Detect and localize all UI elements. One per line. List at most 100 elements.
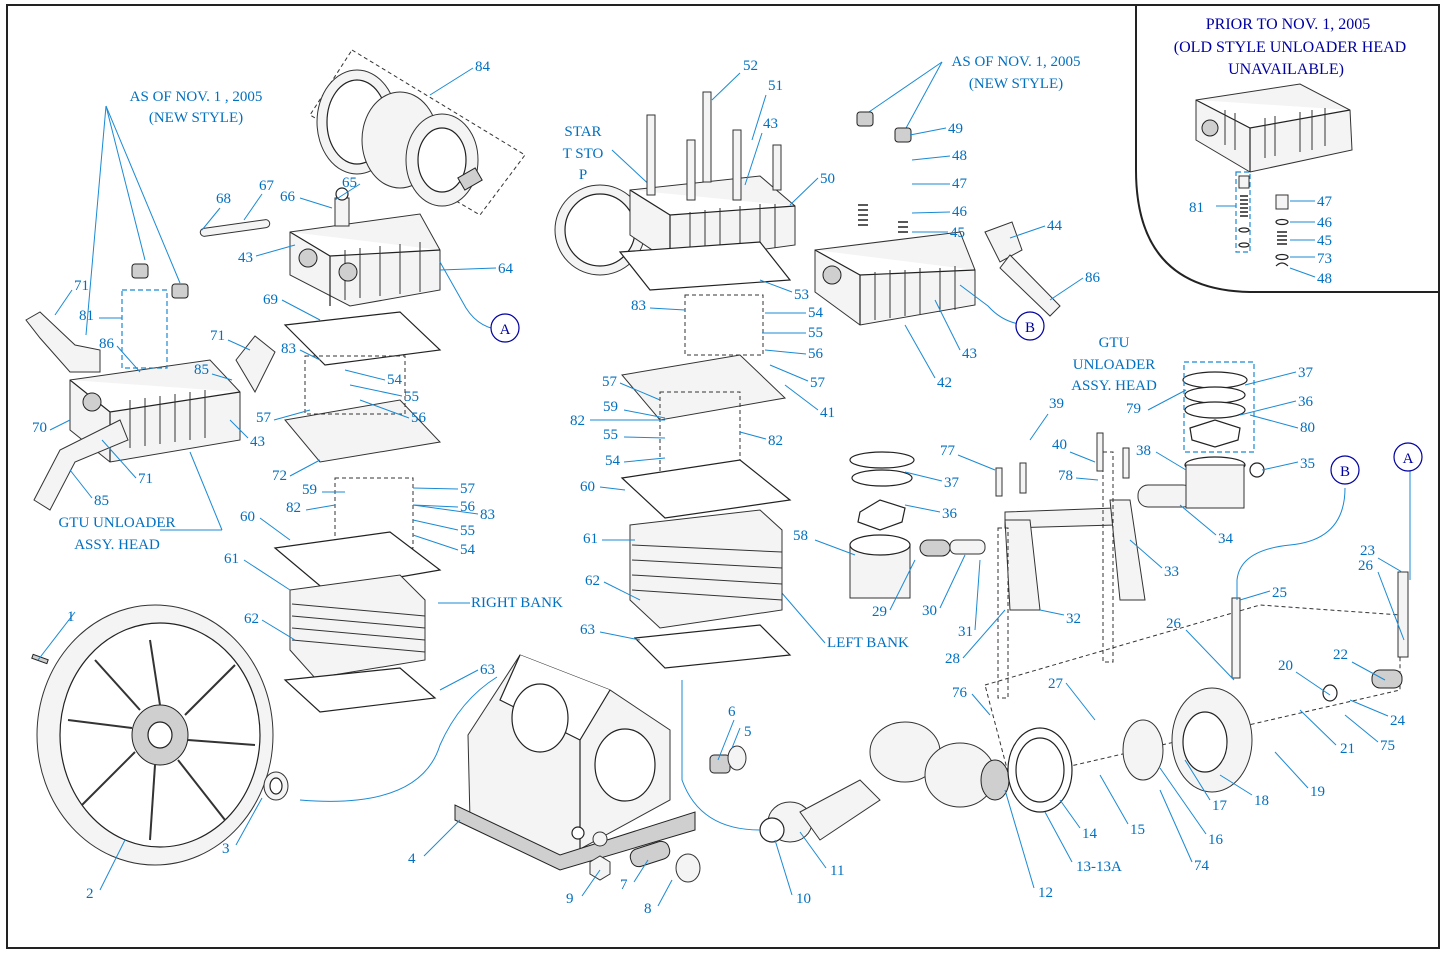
leader-line-37 xyxy=(904,471,943,482)
leader-line-4 xyxy=(423,819,461,857)
leader-line-55 xyxy=(623,436,666,439)
inset-bolt-81 xyxy=(1238,175,1250,189)
leader-line-13-13A xyxy=(1044,811,1073,863)
leader-line-64 xyxy=(439,267,497,271)
leader-line-57 xyxy=(619,382,661,401)
leader-line-77 xyxy=(957,454,996,471)
part-label-84: 84 xyxy=(475,59,491,75)
part-label-79: 79 xyxy=(1126,401,1141,417)
leader-line-62 xyxy=(603,581,641,601)
part-label-67: 67 xyxy=(259,178,275,194)
part-label-82: 82 xyxy=(570,413,585,429)
leader-line-63 xyxy=(599,631,641,641)
part-label-57: 57 xyxy=(460,481,476,497)
leader-line-76 xyxy=(971,693,991,716)
part-label-18: 18 xyxy=(1254,793,1269,809)
connector-b-top xyxy=(1015,311,1045,341)
part-label-5: 5 xyxy=(744,724,752,740)
part-label-83: 83 xyxy=(281,341,296,357)
part-label-34: 34 xyxy=(1218,531,1234,547)
part-label-52: 52 xyxy=(743,58,758,74)
leader-line-69 xyxy=(281,299,321,321)
leader-line-57 xyxy=(412,487,459,490)
gasket-69 xyxy=(283,311,442,366)
part-label-20: 20 xyxy=(1278,658,1293,674)
bearing-housing-18 xyxy=(984,571,1409,813)
leader-line-86 xyxy=(1049,277,1084,301)
part-label-82: 82 xyxy=(286,500,301,516)
inset-label-45: 45 xyxy=(1317,233,1332,249)
connector-a-top-label: A xyxy=(500,322,511,338)
part-label-38: 38 xyxy=(1136,443,1151,459)
leader-line-56 xyxy=(359,399,410,419)
inset-border xyxy=(1135,5,1439,293)
leader-line-41 xyxy=(784,384,819,411)
part-label-8: 8 xyxy=(644,901,652,917)
leader-line-43 xyxy=(229,419,249,439)
inset-label-47: 47 xyxy=(1317,194,1333,210)
leader-line-83 xyxy=(412,504,479,515)
leader-line-21 xyxy=(1299,709,1337,746)
inset-group-bracket xyxy=(1235,171,1251,253)
connector-b-bottom-label: B xyxy=(1340,464,1350,480)
part-label-59: 59 xyxy=(603,399,618,415)
connector-a-top xyxy=(490,313,520,343)
part-label-55: 55 xyxy=(808,325,823,341)
leader-line-83 xyxy=(299,349,321,361)
part-label-43: 43 xyxy=(250,434,265,450)
part-label-85: 85 xyxy=(194,362,209,378)
inset-title-line-2: (OLD STYLE UNLOADER HEAD xyxy=(1174,39,1406,56)
leader-line-75 xyxy=(1344,714,1379,743)
leader-line-71 xyxy=(101,439,137,479)
gasket-60-left xyxy=(620,459,792,519)
connector-b-top-label: B xyxy=(1025,320,1035,336)
part-label-9: 9 xyxy=(566,891,574,907)
part-label-6: 6 xyxy=(728,704,736,720)
left-bank-head xyxy=(554,91,796,291)
part-label-54: 54 xyxy=(808,305,824,321)
leader-line-29 xyxy=(889,559,916,611)
leader-line-48 xyxy=(911,155,951,161)
inset-washer-46 xyxy=(1275,218,1289,226)
leader-line-79 xyxy=(1147,389,1187,411)
head-gasket-53 xyxy=(618,241,792,291)
part-label-46: 46 xyxy=(952,204,968,220)
part-label-56: 56 xyxy=(411,410,427,426)
part-label-80: 80 xyxy=(1300,420,1315,436)
note-left-bank: LEFT BANK xyxy=(827,635,909,651)
inset-washer-81 xyxy=(1238,227,1250,233)
leader-line-20 xyxy=(1295,671,1331,696)
leader-line-49 xyxy=(909,127,947,136)
part-label-56: 56 xyxy=(460,499,476,515)
part-label-65: 65 xyxy=(342,175,357,191)
part-label-26: 26 xyxy=(1358,558,1374,574)
part-label-43: 43 xyxy=(763,116,778,132)
part-label-32: 32 xyxy=(1066,611,1081,627)
part-label-43: 43 xyxy=(238,250,253,266)
part-label-78: 78 xyxy=(1058,468,1073,484)
part-label-30: 30 xyxy=(922,603,937,619)
leader-line-7 xyxy=(633,859,649,883)
part-label-55: 55 xyxy=(603,427,618,443)
part-label-83: 83 xyxy=(631,298,646,314)
part-label-50: 50 xyxy=(820,171,835,187)
leader-line-60 xyxy=(259,517,291,541)
leader-line-8 xyxy=(657,879,673,907)
leader-line-37 xyxy=(1244,371,1297,386)
note-start-stop-3: P xyxy=(579,167,587,183)
leader-line-46 xyxy=(911,211,951,214)
part-label-45: 45 xyxy=(950,225,965,241)
inset-spring-45 xyxy=(1277,231,1287,245)
leader-line-72 xyxy=(289,459,321,477)
leader-line-74 xyxy=(1159,789,1193,863)
leader-line-70 xyxy=(49,419,71,431)
part-label-77: 77 xyxy=(940,443,956,459)
leader-line-28 xyxy=(962,609,1006,659)
leader-line-78 xyxy=(1075,477,1099,481)
part-label-15: 15 xyxy=(1130,822,1145,838)
leader-line-31 xyxy=(974,559,981,631)
crankcase-4 xyxy=(454,654,747,883)
leader-line-18 xyxy=(1219,774,1253,796)
leader-line-62 xyxy=(261,619,296,641)
leader-line-36 xyxy=(1239,400,1297,416)
